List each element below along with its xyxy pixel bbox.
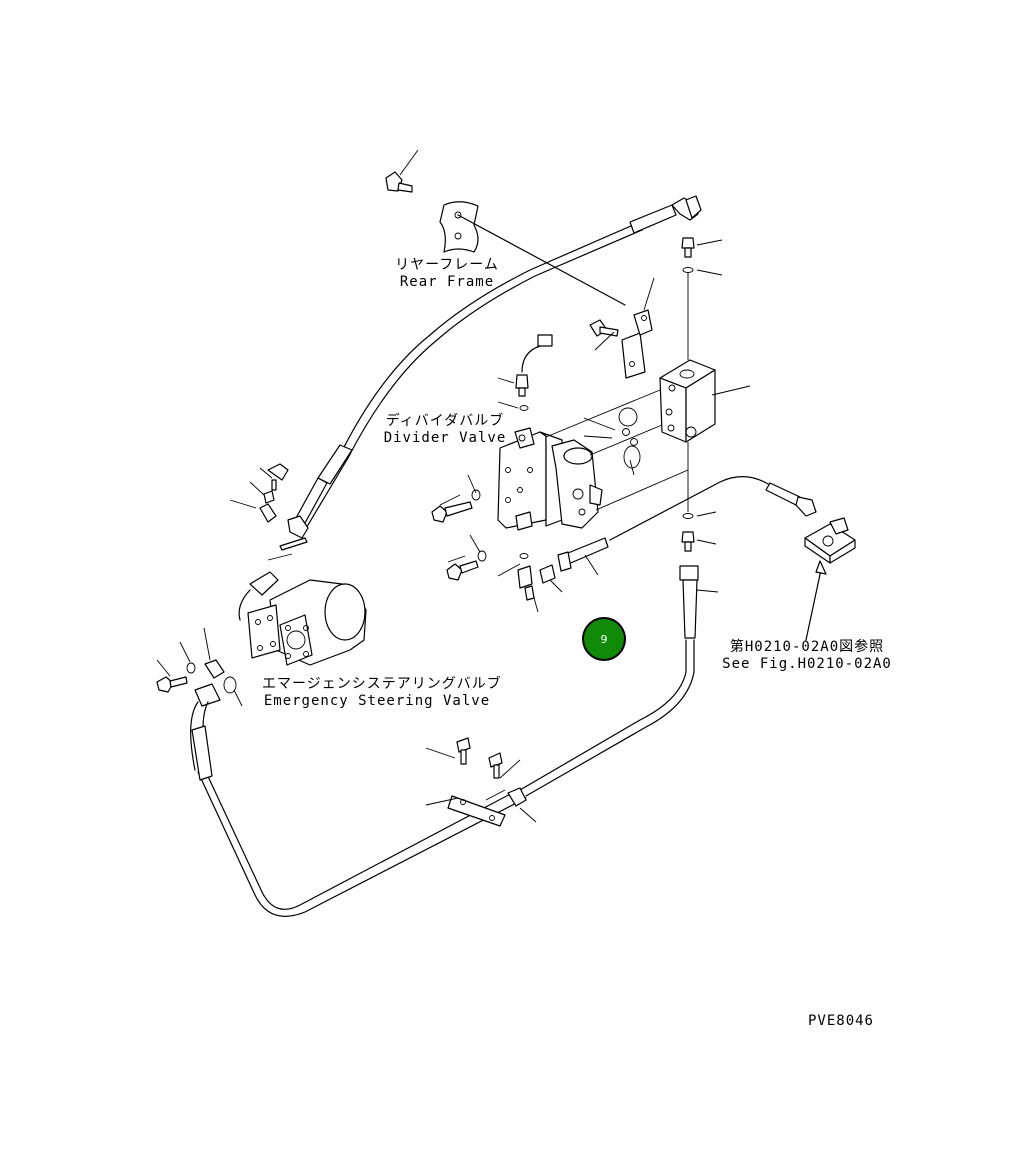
emergency-valve-label-jp: エマージェンシステアリングバルブ <box>262 676 502 692</box>
rear-frame-label-jp: リヤーフレーム <box>395 257 499 273</box>
emergency-valve-label-en: Emergency Steering Valve <box>263 693 491 709</box>
lower-fittings <box>517 537 609 613</box>
item-number-badge[interactable]: 9 <box>584 619 624 659</box>
emergency-steering-valve <box>238 537 367 666</box>
rear-frame-label-en: Rear Frame <box>399 274 495 290</box>
right-valve-block <box>659 359 751 443</box>
right-hose <box>609 476 856 641</box>
hose-clamp <box>425 737 537 827</box>
drawing-code: PVE8046 <box>807 1013 874 1029</box>
divider-valve-label-en: Divider Valve <box>383 430 507 446</box>
see-fig-label-jp: 第H0210-02A0図参照 <box>729 639 885 655</box>
right-vertical-line <box>681 237 723 552</box>
emergency-valve-hardware <box>156 463 289 781</box>
o-ring-group <box>583 407 641 476</box>
divider-valve <box>497 389 689 559</box>
rear-frame-plate <box>385 149 626 306</box>
sensor-lead <box>497 334 553 409</box>
upper-hose <box>287 195 702 539</box>
see-fig-label-en: See Fig.H0210-02A0 <box>722 656 892 672</box>
mounting-bracket <box>589 277 655 379</box>
divider-valve-label-jp: ディバイダバルブ <box>385 413 505 429</box>
return-hose <box>197 565 719 917</box>
divider-bolts <box>431 474 521 581</box>
